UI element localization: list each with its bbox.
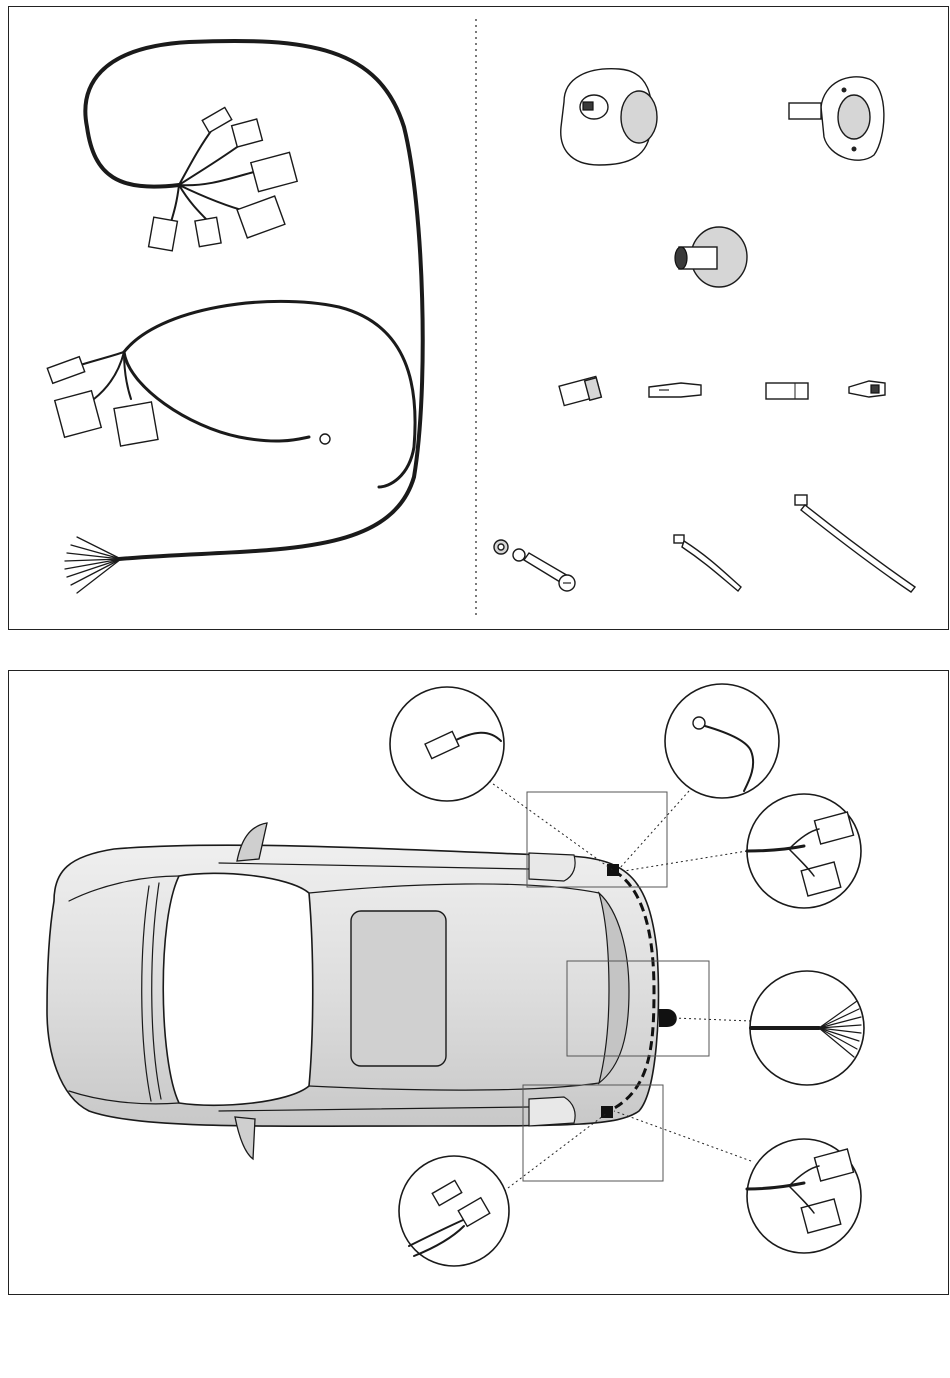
socket-13-pin [561, 69, 657, 165]
detail-right-single-connector [399, 1156, 509, 1266]
detail-earth-ring-terminal [665, 684, 779, 798]
detail-socket-wire-ends [750, 971, 864, 1085]
wire-ends-fan [65, 537, 121, 593]
left-tail-light [529, 853, 575, 881]
small-cable-tie [674, 535, 741, 591]
leader-socket-ends [674, 1018, 751, 1021]
right-mirror [235, 1117, 255, 1159]
kit-contents-drawing [9, 7, 950, 631]
installation-panel [8, 670, 949, 1295]
left-connection-point [607, 864, 619, 876]
harness-plug-connector-top [232, 119, 298, 238]
leader-earth-ring [619, 791, 689, 869]
leader-right-plug [614, 1111, 751, 1161]
large-cable-tie [795, 495, 915, 592]
harness-single-connector-bottom [47, 357, 84, 384]
installation-drawing [9, 671, 950, 1296]
detail-right-plug-connector [747, 1139, 861, 1253]
harness-fuse-holder [149, 217, 222, 251]
harness-single-connector-top [202, 107, 232, 132]
bolt-nut-washer-set [494, 540, 575, 591]
harness-plug-connector-bottom [55, 391, 158, 446]
detail-left-plug-connector [747, 794, 861, 908]
leader-left-plug [624, 851, 747, 871]
kit-contents-panel [8, 6, 949, 630]
detail-left-single-connector [390, 687, 504, 801]
earth-ring-terminal [320, 434, 330, 444]
windshield [163, 873, 313, 1105]
spade-terminal [649, 383, 701, 397]
socket-mounting-plate [789, 77, 884, 160]
spade-connector-housing [559, 376, 601, 405]
sunroof [351, 911, 446, 1066]
right-connection-point [601, 1106, 613, 1118]
rubber-grommet [675, 227, 747, 287]
flat-terminal [849, 381, 885, 397]
right-tail-light [529, 1097, 575, 1126]
fuse-housing [766, 383, 808, 399]
